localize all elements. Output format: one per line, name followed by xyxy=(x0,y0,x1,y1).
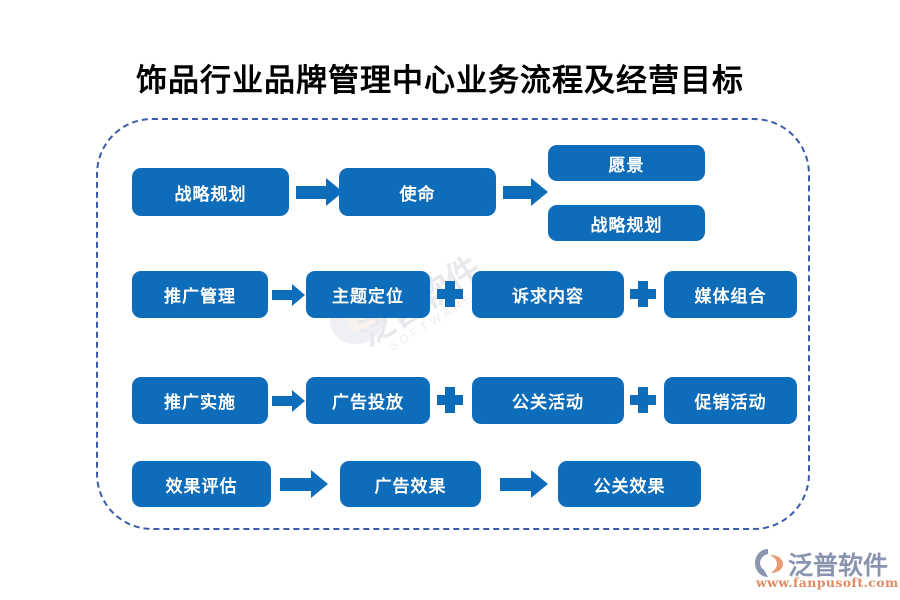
arrow-head-icon xyxy=(292,284,305,306)
page-title: 饰品行业品牌管理中心业务流程及经营目标 xyxy=(136,63,744,99)
flow-box-advertising[interactable]: 广告投放 xyxy=(306,377,430,424)
flow-box-strategy-planning-output[interactable]: 战略规划 xyxy=(548,205,705,241)
flow-box-promotion-management[interactable]: 推广管理 xyxy=(132,271,268,318)
connector-arrow-row4-1 xyxy=(280,470,328,498)
flow-box-appeal-content[interactable]: 诉求内容 xyxy=(472,271,624,318)
arrow-head-icon xyxy=(531,178,548,206)
arrow-head-icon xyxy=(311,470,328,498)
fanpu-logo-icon xyxy=(755,549,783,577)
logo-url: www.fanpusoft.com xyxy=(756,575,899,590)
flow-box-media-mix[interactable]: 媒体组合 xyxy=(664,271,797,318)
plus-bar-vertical xyxy=(638,281,648,307)
plus-bar-vertical xyxy=(445,281,455,307)
arrow-head-icon xyxy=(326,178,343,206)
arrow-shaft xyxy=(296,186,328,199)
flow-box-promotion-execution[interactable]: 推广实施 xyxy=(132,377,268,424)
brand-logo[interactable]: 泛普软件 www.fanpusoft.com xyxy=(754,546,898,592)
connector-arrow-row2-1 xyxy=(272,284,305,306)
plus-bar-vertical xyxy=(445,387,455,413)
arrow-shaft xyxy=(500,478,533,491)
flow-box-strategy-planning[interactable]: 战略规划 xyxy=(132,168,289,216)
arrow-head-icon xyxy=(531,470,548,498)
connector-arrow-row4-2 xyxy=(500,470,548,498)
connector-plus-row2-2 xyxy=(630,281,656,307)
flow-box-theme-positioning[interactable]: 主题定位 xyxy=(306,271,430,318)
arrow-shaft xyxy=(272,290,294,300)
connector-arrow-row1-1 xyxy=(296,178,343,206)
connector-arrow-row3-1 xyxy=(272,390,305,412)
flow-container-frame xyxy=(96,118,810,530)
arrow-shaft xyxy=(503,186,533,199)
logo-brand-name: 泛普软件 xyxy=(788,552,889,580)
arrow-shaft xyxy=(280,478,313,491)
flow-box-pr-effect[interactable]: 公关效果 xyxy=(558,461,701,507)
connector-plus-row3-1 xyxy=(437,387,463,413)
arrow-shaft xyxy=(272,396,294,406)
flow-box-vision[interactable]: 愿景 xyxy=(548,145,705,181)
plus-bar-vertical xyxy=(638,387,648,413)
connector-plus-row3-2 xyxy=(630,387,656,413)
connector-plus-row2-1 xyxy=(437,281,463,307)
flow-box-effect-evaluation[interactable]: 效果评估 xyxy=(132,461,271,507)
arrow-head-icon xyxy=(292,390,305,412)
flow-box-mission[interactable]: 使命 xyxy=(339,168,496,216)
flow-box-advertising-effect[interactable]: 广告效果 xyxy=(340,461,481,507)
flow-box-public-relations[interactable]: 公关活动 xyxy=(472,377,624,424)
flow-box-sales-promotion[interactable]: 促销活动 xyxy=(664,377,797,424)
connector-arrow-row1-2 xyxy=(503,178,548,206)
